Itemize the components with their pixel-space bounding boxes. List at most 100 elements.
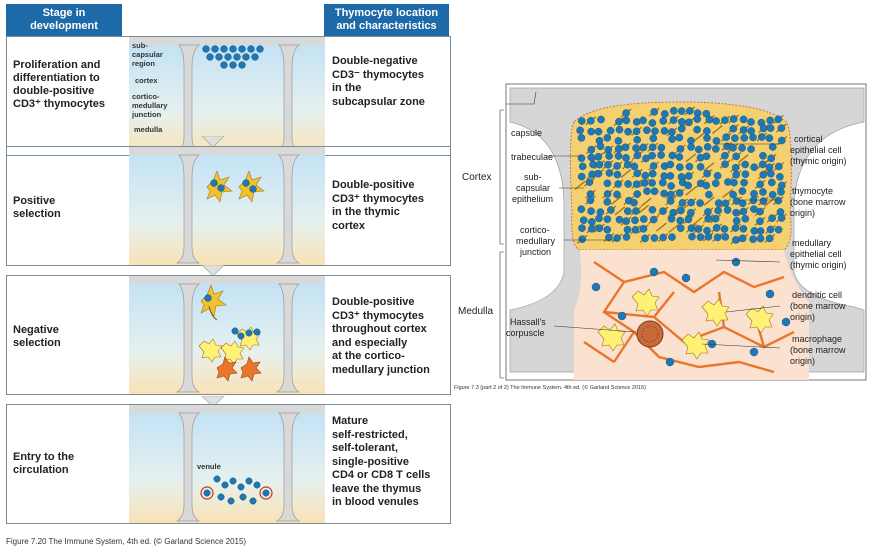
thymocyte-cell [721,199,730,208]
thymocyte-cell [712,224,721,232]
thymocyte-cell [668,151,677,160]
thymocyte-cell [613,162,621,170]
thymocyte-cell [738,234,747,243]
epithelial-process [620,169,632,179]
thymocyte-cell [766,124,775,132]
thymocyte-cell [677,206,685,215]
subcapsular-label-3: epithelium [512,194,553,204]
corticomedullary-label-2: medullary [516,236,556,246]
thymocyte-cell [684,172,693,180]
thymocyte-cell [739,115,748,124]
thymocyte-cell [777,181,786,190]
thymocyte-cell [774,225,783,234]
thymocyte-cell [703,134,711,142]
thymocyte-cell [765,134,774,143]
medulla-region-label: Medulla [458,306,493,317]
thymocyte-cell [594,153,603,161]
thymocyte-cell [756,234,765,243]
thymocyte-cell [631,225,640,234]
thymocyte-cell [668,135,676,143]
thymocyte-cell [668,233,676,241]
thymocyte-cell [750,190,758,198]
thymocyte-cell [740,178,748,187]
thymocyte-cell [776,173,784,181]
thymocyte-cell [712,137,721,145]
epithelial-process [685,186,697,196]
thymocyte-cell [623,225,632,234]
thymocyte-cell [759,152,767,160]
thymocyte-cell [648,206,657,214]
thymocyte-cell [622,233,631,241]
thymocyte-cell [651,127,659,135]
thymocyte-cell [685,107,694,115]
thymocyte-cell [729,144,737,152]
thymocyte-cell [648,143,657,152]
row-entry-circulation: Entry to the circulation venule Mature s… [6,404,451,524]
thymocyte-cell [759,188,767,196]
thymocyte-cell [777,214,786,222]
stage-label: Positive selection [13,195,61,220]
thymocyte-cell [676,224,685,232]
thymocyte-cell [632,180,641,188]
thymocyte-cell [630,198,638,207]
thymocyte-cell [603,198,612,206]
thymocyte-cell [586,196,595,205]
location-desc: Double-negative CD3⁻ thymocytes in the s… [332,55,425,108]
stage-label: Entry to the circulation [13,451,75,476]
thymocyte-cell [605,169,614,177]
thymocyte-cell [768,214,776,222]
thymocyte-cell [731,163,740,172]
thymocyte-cell [749,235,757,243]
label-junction: junction [131,110,162,119]
thymocyte-label-1: thymocyte [792,186,833,196]
thymocyte-cell [749,133,757,142]
epithelial-process [640,197,652,207]
thymocyte-cell [684,215,693,224]
thymocyte-cell [578,235,586,243]
label-cortico: cortico- [132,92,160,101]
thymocyte-cell [614,180,622,188]
thymocyte-cell [693,125,701,134]
stage-header: Stage in development [6,4,122,36]
corticomedullary-label-1: cortico- [520,225,550,235]
thymocyte-cell [622,154,630,162]
thymocyte-label-2: (bone marrow [790,197,846,207]
thymocyte-cell [731,236,740,244]
thymocyte-cell [648,119,657,127]
medullary-epi-label-3: (thymic origin) [790,260,847,270]
thymocyte-cell [667,182,675,190]
thymocyte-cell [739,126,748,134]
epithelial-process [668,223,680,234]
thymocyte-cell [607,206,615,214]
thymocyte-cell [721,116,729,125]
thymocyte-cell [615,117,623,126]
thymocyte-cell [696,163,705,171]
thymocyte-cell [756,207,764,216]
thymocyte-cell [741,170,750,178]
thymocyte-cell [633,151,642,160]
thymocyte-cell [711,214,720,223]
thymocyte-cell [723,206,732,214]
thymocyte-cell [632,118,641,126]
thymocyte-cell [732,152,741,161]
dendritic-label-1: dendritic cell [792,290,842,300]
corticomedullary-label-3: junction [519,247,551,257]
thymocyte-cell [631,216,639,225]
row-proliferation: Proliferation and differentiation to dou… [6,36,451,156]
thymocyte-cell [576,126,584,135]
thymocyte-cell [614,152,623,160]
thymocyte-cell [704,232,713,241]
thymocyte-cell [722,133,731,142]
label-sub: sub- [132,41,148,50]
thymocyte-cell [738,199,747,208]
thymocyte-cell [650,234,659,242]
thymocyte-cell [714,199,723,207]
thymocyte-cell [713,172,722,180]
thymocyte-cell [596,142,605,151]
thymocyte-cell [704,208,712,216]
thymocyte-cell [577,134,586,142]
thymocyte-cell [732,170,741,179]
label-capsular: capsular [132,50,163,59]
caption-right: Figure 7.3 (part 2 of 2) The Immune Syst… [454,385,646,391]
thymocyte-cell [747,118,755,126]
